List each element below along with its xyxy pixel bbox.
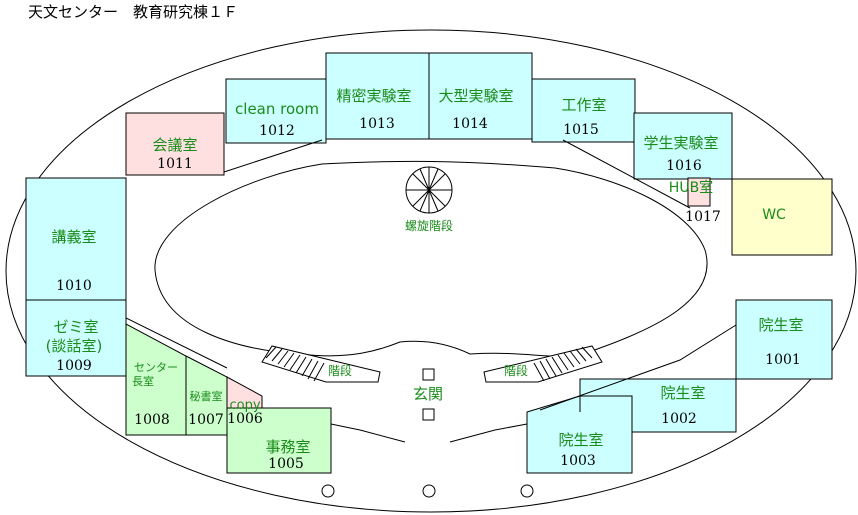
room-1002-name: 院生室 (660, 384, 705, 402)
room-1001[interactable] (735, 299, 833, 380)
room-1017-number: 1017 (685, 209, 721, 225)
building-outline (5, 29, 857, 513)
room-1015-name: 工作室 (561, 96, 606, 114)
room-1012-number: 1012 (259, 123, 295, 139)
room-1016-number: 1016 (666, 158, 702, 174)
pillar-icon (422, 368, 435, 381)
room-1007-name: 秘書室 (190, 389, 223, 403)
room-1005-name: 事務室 (265, 438, 310, 456)
post-icon (520, 484, 534, 498)
post-icon (422, 484, 436, 498)
room-1016-name: 学生実験室 (643, 134, 718, 152)
room-1011-name: 会議室 (152, 136, 197, 154)
spiral-staircase-label: 螺旋階段 (405, 218, 453, 233)
room-1009[interactable] (25, 299, 127, 377)
room-1012[interactable] (225, 78, 327, 144)
room-1008-name2: 長室 (132, 374, 154, 388)
entrance-label: 玄関 (413, 385, 443, 403)
room-1002-number: 1002 (661, 411, 697, 427)
room-1013-number: 1013 (359, 116, 395, 132)
room-1017-name: HUB室 (669, 179, 713, 196)
room-1014[interactable] (428, 52, 533, 140)
room-1009-name1: ゼミ室 (53, 318, 98, 336)
room-1015-number: 1015 (563, 122, 599, 138)
stairs-right-icon (483, 345, 603, 383)
courtyard (154, 160, 708, 357)
room-1008-name1: センター (134, 361, 178, 374)
room-wc-name: WC (762, 207, 786, 223)
room-1015[interactable] (531, 78, 636, 143)
stairs-right-label: 階段 (504, 363, 528, 378)
spiral-staircase-icon (405, 166, 453, 214)
room-1003-number: 1003 (560, 453, 596, 469)
room-wc[interactable] (731, 178, 833, 256)
room-1003-name: 院生室 (558, 431, 603, 449)
room-1010-name: 講義室 (51, 228, 96, 246)
stairs-left-icon (261, 345, 381, 383)
room-1014-number: 1014 (452, 116, 488, 132)
page-title: 天文センター 教育研究棟１Ｆ (28, 3, 238, 21)
room-1006-number: 1006 (227, 411, 263, 427)
room-1016[interactable] (633, 112, 733, 180)
room-1013-name: 精密実験室 (336, 87, 411, 105)
room-1007-number: 1007 (188, 412, 224, 428)
room-1011-number: 1011 (157, 156, 193, 172)
room-1010-number: 1010 (56, 278, 92, 294)
room-1014-name: 大型実験室 (438, 87, 513, 105)
room-1006-name: copy (229, 398, 260, 413)
room-1011[interactable] (125, 112, 225, 176)
room-1017[interactable] (687, 177, 711, 207)
pillar-icon (422, 408, 435, 421)
room-1001-name: 院生室 (758, 316, 803, 334)
room-1012-name: clean room (235, 100, 319, 118)
room-1001-number: 1001 (765, 352, 801, 368)
stairs-left-label: 階段 (328, 363, 352, 378)
room-1009-name2: (談話室) (46, 337, 103, 355)
room-1005[interactable] (226, 407, 332, 474)
post-icon (321, 484, 335, 498)
room-1008-number: 1008 (134, 412, 170, 428)
room-1005-number: 1005 (268, 456, 304, 472)
room-1009-number: 1009 (56, 358, 92, 374)
